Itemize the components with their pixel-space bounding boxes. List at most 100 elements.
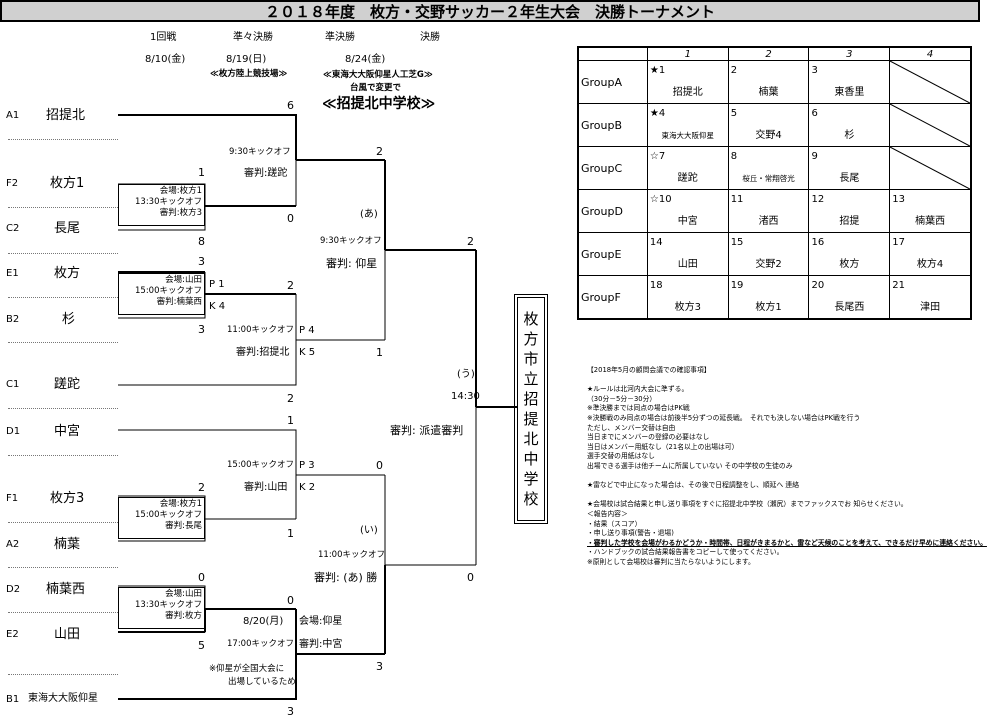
r2-referee: 審判:中宮 (299, 639, 343, 650)
column-header: 2 (727, 46, 810, 61)
team-code: D2 (6, 584, 21, 595)
note-line: ※決勝戦のみ同点の場合は前後半5分ずつの延長戦。 それでも決しない場合はPK戦を… (587, 413, 861, 422)
separator (8, 674, 118, 675)
round-1-date: 8/10(金) (145, 54, 186, 65)
team-name: 東海大大阪仰星 (661, 131, 715, 140)
note-line: ※原則として会場校は審判に当たらないようにします。 (587, 557, 755, 566)
team-name: 枚方 (54, 266, 81, 281)
column-header: 1 (646, 46, 729, 61)
r1-venue: 会場:枚方1 (159, 499, 202, 509)
r1-time: 13:30キックオフ (135, 600, 202, 610)
team-name: 招提北 (672, 87, 703, 98)
r2-referee: 審判:蹉跎 (244, 168, 288, 179)
r2-note: ※仰星が全国大会に (209, 664, 285, 674)
group-name: GroupB (577, 103, 648, 147)
page-title: ２０１８年度 枚方・交野サッカー２年生大会 決勝トーナメント (0, 0, 980, 22)
team-name: 中宮 (54, 424, 81, 439)
score: 0 (376, 459, 383, 472)
seed-number: 13 (892, 194, 905, 205)
r1-referee: 審判:長尾 (165, 521, 202, 531)
note-line: ・申し送り事項(警告・退場) (587, 529, 674, 538)
r1-match-info-text: 会場:山田 15:00キックオフ 審判:楠葉西 (120, 275, 202, 308)
team-name: 枚方 (839, 259, 860, 270)
seed-number: 9 (811, 151, 818, 162)
seed-number: 21 (892, 280, 905, 291)
team-name: 楠葉西 (915, 216, 946, 227)
separator (8, 455, 118, 456)
seed-number: 14 (649, 237, 663, 248)
group-name: GroupA (577, 60, 648, 104)
venue-char: 招 (523, 390, 539, 408)
score: 5 (198, 639, 205, 652)
team-name: 東香里 (834, 87, 865, 98)
r1-time: 13:30キックオフ (135, 197, 202, 207)
seed-number: 20 (811, 280, 825, 291)
note-line: ただし、メンバー交替は自由 (587, 423, 676, 432)
round-3-label: 準決勝 (325, 32, 355, 43)
column-header: 4 (889, 46, 972, 61)
separator (8, 567, 118, 568)
team-name: 交野4 (755, 130, 782, 141)
score: 1 (376, 346, 383, 359)
round-2-venue: ≪枚方陸上競技場≫ (210, 69, 288, 79)
note-line: ※準決勝までは同点の場合はPK戦 (587, 404, 690, 413)
team-name: 枚方3 (50, 491, 85, 506)
venue-char: 枚 (523, 310, 539, 328)
team-name: 長尾西 (834, 302, 865, 313)
r1-venue: 会場:山田 (165, 589, 202, 599)
note-line: ＜報告内容＞ (587, 509, 628, 518)
venue-char: 提 (523, 410, 539, 428)
seed-number: ★1 (649, 65, 666, 76)
team-name: 招提 (839, 216, 860, 227)
seed-number: 16 (811, 237, 825, 248)
round-1-label: 1回戦 (150, 32, 177, 43)
venue-char: 中 (523, 450, 539, 468)
pk-score: P 3 (299, 460, 315, 471)
score: 3 (287, 705, 294, 718)
separator (8, 342, 118, 343)
meeting-notes: 【2018年5月の顧問会議での確認事項】 ★ルールは北河内大会に準ずる。 （30… (587, 366, 987, 567)
pk-score: P 4 (299, 325, 315, 336)
team-name: 中宮 (677, 216, 698, 227)
score: 2 (467, 235, 474, 248)
final-tag: (う) (457, 369, 475, 380)
separator (8, 207, 118, 208)
note-line: 出場できる選手は他チームに所属していない その中学校の生徒のみ (587, 461, 793, 470)
team-code: E2 (6, 629, 19, 640)
team-code: A2 (6, 539, 20, 550)
seed-number: ★4 (649, 108, 666, 119)
round-4-venue-note: 台風で変更で (350, 83, 402, 93)
note-line: 【2018年5月の顧問会議での確認事項】 (587, 366, 711, 374)
team-name: 楠葉西 (46, 582, 86, 597)
round-4-date: 8/24(金) (345, 54, 386, 65)
r2-note: 出場しているため (228, 677, 296, 687)
r1-referee: 審判:枚方 (165, 611, 202, 621)
score: 2 (287, 392, 294, 405)
round-4-label: 決勝 (420, 32, 440, 43)
venue-char: 市 (523, 350, 539, 368)
score: 1 (287, 527, 294, 540)
group-cell: ★1 招提北 (646, 60, 729, 104)
note-line: ★ルールは北河内大会に準ずる。 (587, 385, 689, 394)
seed-number: 11 (730, 194, 744, 205)
score: 8 (198, 235, 205, 248)
score: 2 (287, 279, 294, 292)
team-name: 枚方1 (755, 302, 782, 313)
seed-number: 2 (730, 65, 738, 76)
r2-date: 8/20(月) (243, 616, 284, 627)
score: 6 (287, 99, 294, 112)
team-name: 渚西 (758, 216, 779, 227)
seed-number: ☆7 (649, 151, 666, 162)
seed-number: 17 (892, 237, 905, 248)
team-code: B2 (6, 314, 20, 325)
